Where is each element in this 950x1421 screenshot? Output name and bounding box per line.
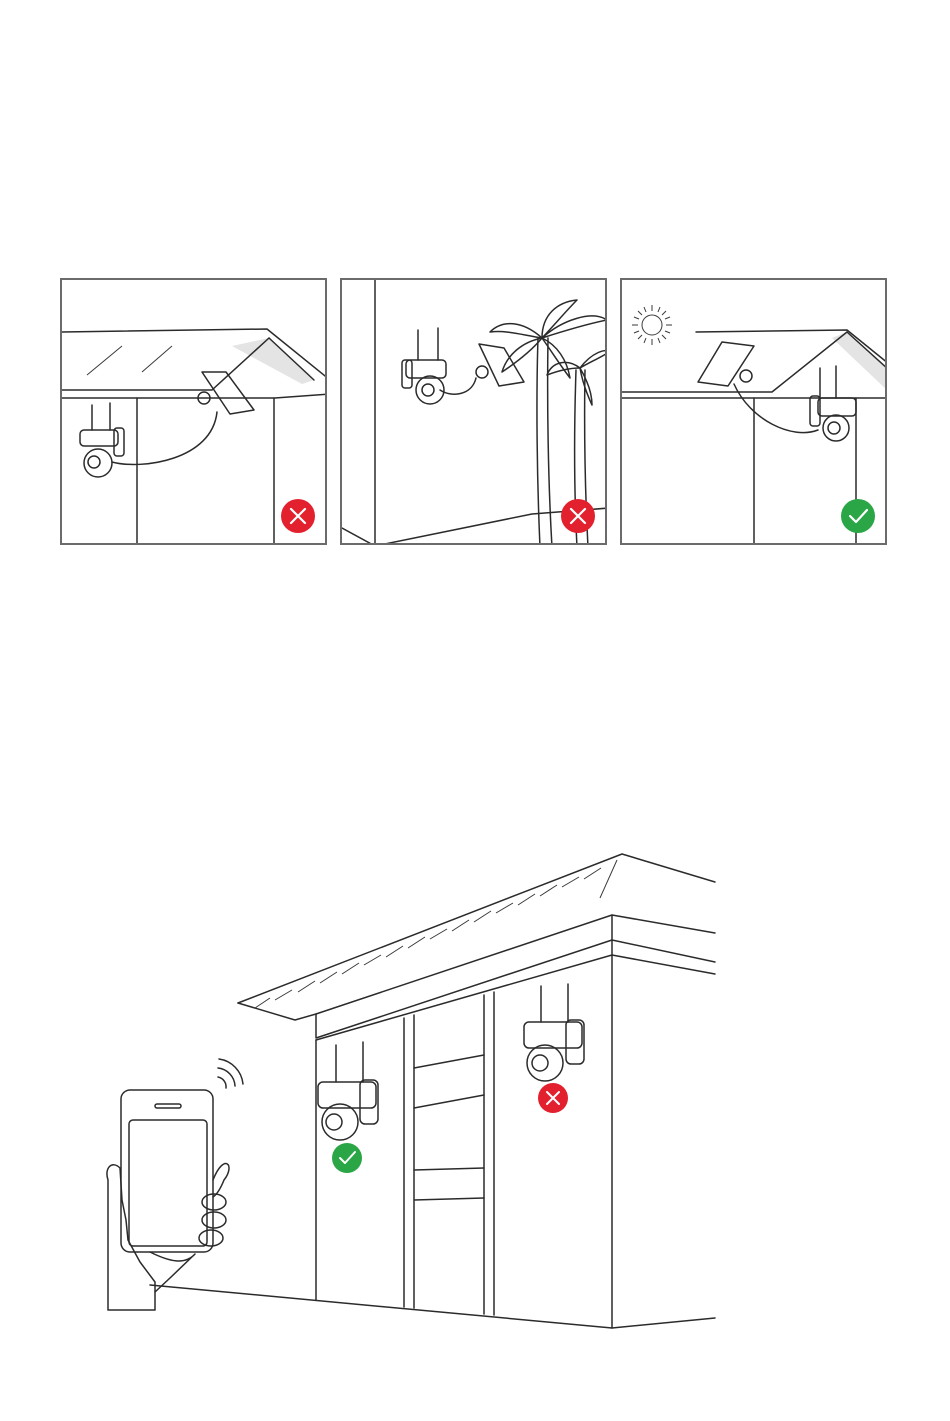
cross-icon bbox=[538, 1083, 568, 1113]
check-icon bbox=[332, 1143, 362, 1173]
camera-icon bbox=[80, 403, 124, 477]
smartphone-icon bbox=[107, 1090, 229, 1310]
sun-icon bbox=[632, 305, 672, 345]
panel-direct-sunlight bbox=[620, 278, 887, 545]
cross-icon bbox=[561, 499, 595, 533]
solar-panel-icon bbox=[202, 372, 254, 414]
roof-eave bbox=[238, 854, 715, 1040]
camera-far bbox=[524, 984, 584, 1081]
wifi-range-scene bbox=[0, 840, 950, 1400]
wifi-signal-icon bbox=[218, 1059, 243, 1088]
building-wall bbox=[150, 955, 715, 1328]
solar-panel-icon bbox=[698, 342, 754, 386]
panel-under-roof-overhang bbox=[60, 278, 327, 545]
cross-icon bbox=[281, 499, 315, 533]
camera-icon bbox=[402, 328, 446, 404]
panel-shaded-by-tree bbox=[340, 278, 607, 545]
camera-near bbox=[318, 1042, 378, 1140]
check-icon bbox=[841, 499, 875, 533]
